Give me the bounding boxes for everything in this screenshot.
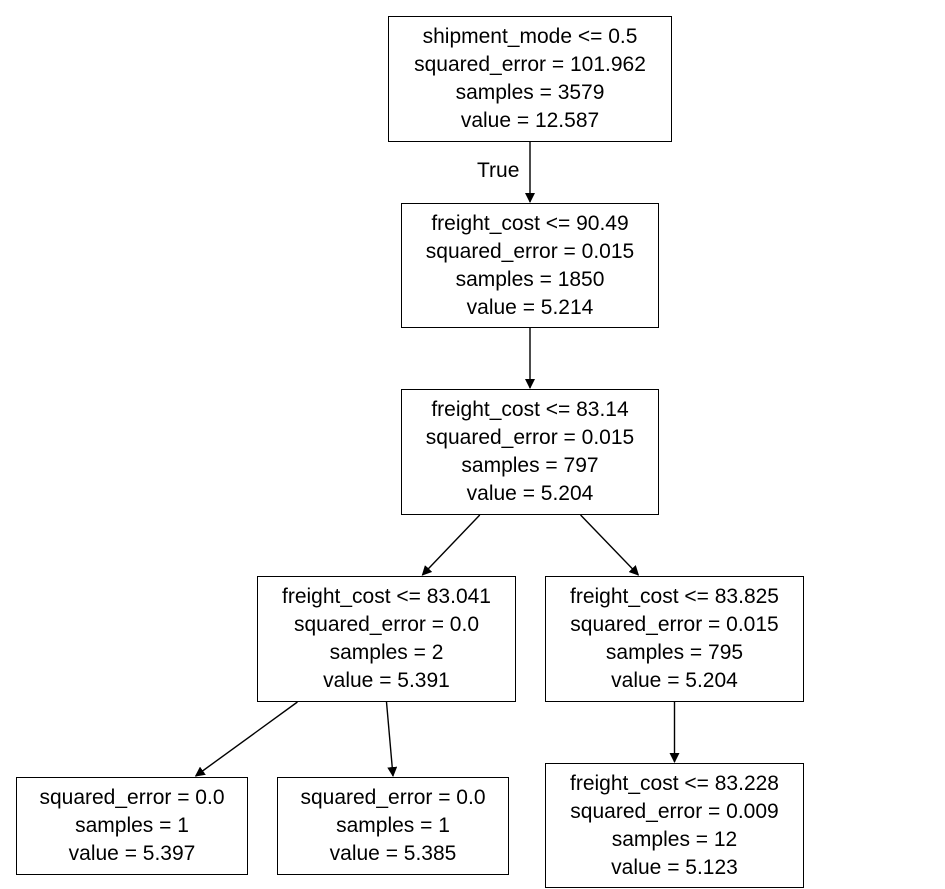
node-line: value = 5.123 <box>611 855 738 879</box>
tree-node-root: shipment_mode <= 0.5 squared_error = 101… <box>388 16 672 142</box>
node-line: squared_error = 0.0 <box>39 786 225 809</box>
node-line: samples = 1850 <box>455 267 605 291</box>
node-line: samples = 797 <box>461 454 599 477</box>
edge-arrow <box>385 701 398 777</box>
node-line: squared_error = 0.015 <box>425 426 635 449</box>
edge-arrow <box>580 514 640 576</box>
edge-arrow <box>421 514 481 576</box>
tree-node: freight_cost <= 83.228 squared_error = 0… <box>545 763 804 888</box>
node-line: freight_cost <= 83.041 <box>282 585 491 608</box>
node-line: squared_error = 0.015 <box>425 239 635 263</box>
node-line: value = 5.391 <box>323 669 450 692</box>
node-line: shipment_mode <= 0.5 <box>422 25 638 48</box>
node-line: squared_error = 0.0 <box>300 786 486 809</box>
node-line: freight_cost <= 83.228 <box>570 771 779 795</box>
node-line: value = 5.204 <box>466 482 594 505</box>
tree-node: freight_cost <= 83.825 squared_error = 0… <box>545 576 804 702</box>
tree-leaf: squared_error = 0.0 samples = 1 value = … <box>16 777 248 875</box>
node-line: samples = 12 <box>611 827 738 851</box>
node-line: value = 5.214 <box>466 295 594 319</box>
node-line: freight_cost <= 83.825 <box>570 585 779 608</box>
node-line: samples = 1 <box>75 814 189 837</box>
node-line: squared_error = 101.962 <box>414 53 646 76</box>
node-line: freight_cost <= 90.49 <box>431 211 629 235</box>
node-line: squared_error = 0.009 <box>570 799 779 823</box>
node-line: value = 5.397 <box>68 842 196 865</box>
node-line: samples = 3579 <box>455 81 605 104</box>
node-line: value = 5.385 <box>329 842 457 865</box>
node-line: samples = 2 <box>329 641 444 664</box>
tree-node: freight_cost <= 83.041 squared_error = 0… <box>257 576 516 702</box>
tree-node: freight_cost <= 83.14 squared_error = 0.… <box>401 389 659 515</box>
node-line: squared_error = 0.0 <box>293 613 480 636</box>
node-line: value = 12.587 <box>460 109 600 132</box>
node-line: squared_error = 0.015 <box>570 613 779 636</box>
node-line: samples = 1 <box>336 814 450 837</box>
edge-arrow <box>194 701 298 777</box>
tree-leaf: squared_error = 0.0 samples = 1 value = … <box>277 777 509 875</box>
node-line: value = 5.204 <box>611 669 738 692</box>
tree-node: freight_cost <= 90.49 squared_error = 0.… <box>401 203 659 328</box>
edge-label-true: True <box>477 159 520 182</box>
node-line: freight_cost <= 83.14 <box>431 398 629 421</box>
node-line: samples = 795 <box>605 641 744 664</box>
